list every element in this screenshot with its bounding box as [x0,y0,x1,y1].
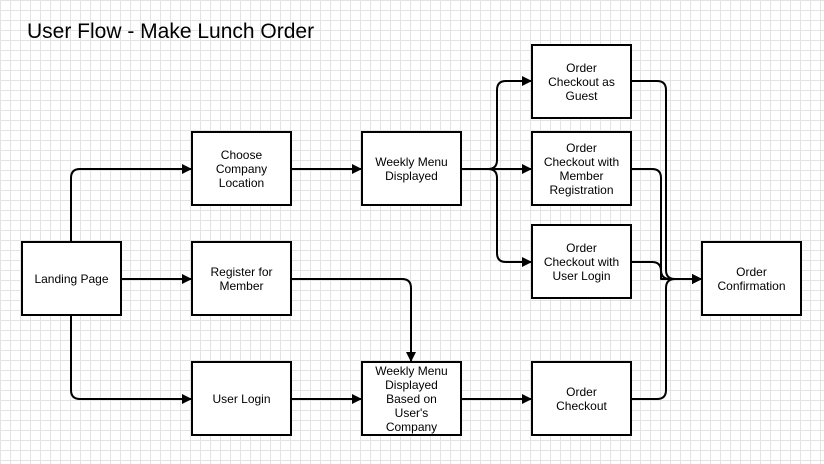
node-label: User Login [212,391,271,406]
node-label: Landing Page [34,271,109,286]
edge-guest-confirm [631,80,702,284]
edge-userlogin-confirm [631,261,702,284]
edge-landing-choose [70,164,192,242]
edge-checkout-confirm [631,274,702,400]
edge-weekly-guest [461,76,532,170]
edge-landing-login [70,315,192,404]
node-user-login[interactable]: User Login [191,361,292,436]
node-landing-page[interactable]: Landing Page [21,241,122,316]
edge-register-weeklyco [291,278,416,362]
diagram-title: User Flow - Make Lunch Order [27,20,315,43]
edge-weekly-userlogin [461,168,532,267]
